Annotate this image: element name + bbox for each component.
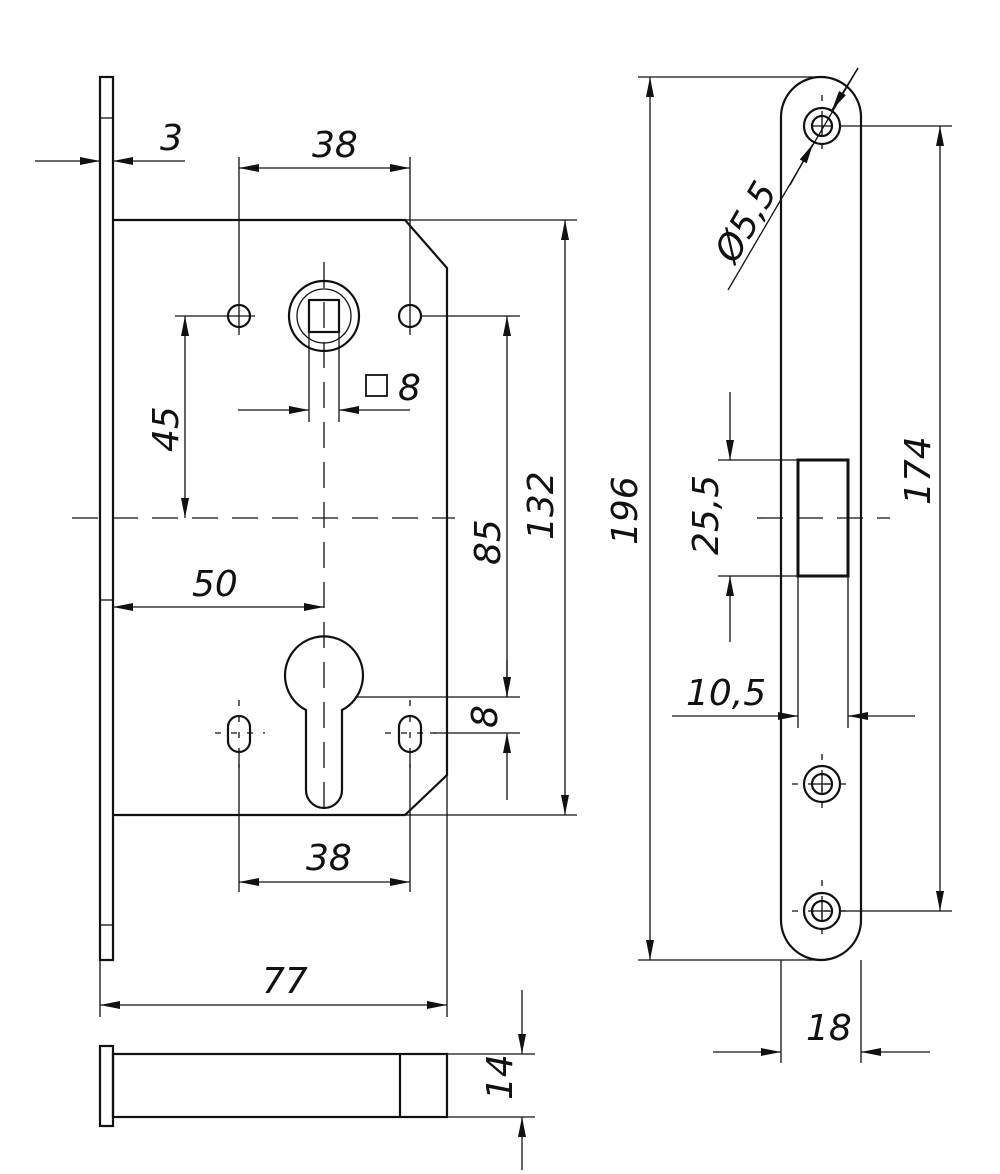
dim-faceplate-height: 196 [605, 476, 646, 545]
dim-top-screw-spacing: 38 [312, 125, 358, 166]
lock-body-front-view [72, 75, 455, 962]
cylinder-cutout [283, 635, 365, 810]
square-spindle-hole [307, 298, 341, 334]
lock-case-outline [113, 218, 449, 817]
square-symbol-icon [365, 374, 388, 397]
dim-body-width: 14 [480, 1054, 521, 1100]
dim-latch-offset: 10,5 [686, 673, 766, 714]
dim-body-depth: 77 [262, 961, 308, 1002]
dim-faceplate-thickness: 3 [160, 118, 183, 159]
dim-latch-height: 25,5 [686, 475, 727, 555]
front-view-dimensions: 3 38 45 8 50 85 8 132 [35, 118, 577, 1017]
dim-cylinder-offset: 8 [465, 705, 506, 728]
dim-bottom-screw-spacing: 38 [306, 838, 352, 879]
dim-screw-hole-diameter: Ø5,5 [706, 175, 785, 271]
dim-spindle-to-center: 45 [146, 406, 187, 452]
dim-body-height: 132 [521, 471, 562, 540]
dim-strike-screw-spacing: 174 [898, 436, 939, 505]
faceplate-strip [98, 75, 115, 962]
strike-plate-dimensions: 196 Ø5,5 25,5 10,5 174 18 [605, 67, 952, 1063]
dim-square-spindle: 8 [398, 368, 421, 409]
dim-faceplate-width: 18 [806, 1008, 852, 1049]
dim-spindle-to-cylinder: 85 [468, 519, 509, 565]
dim-backset: 50 [192, 564, 238, 605]
lock-body-bottom-view: 14 [98, 990, 535, 1170]
